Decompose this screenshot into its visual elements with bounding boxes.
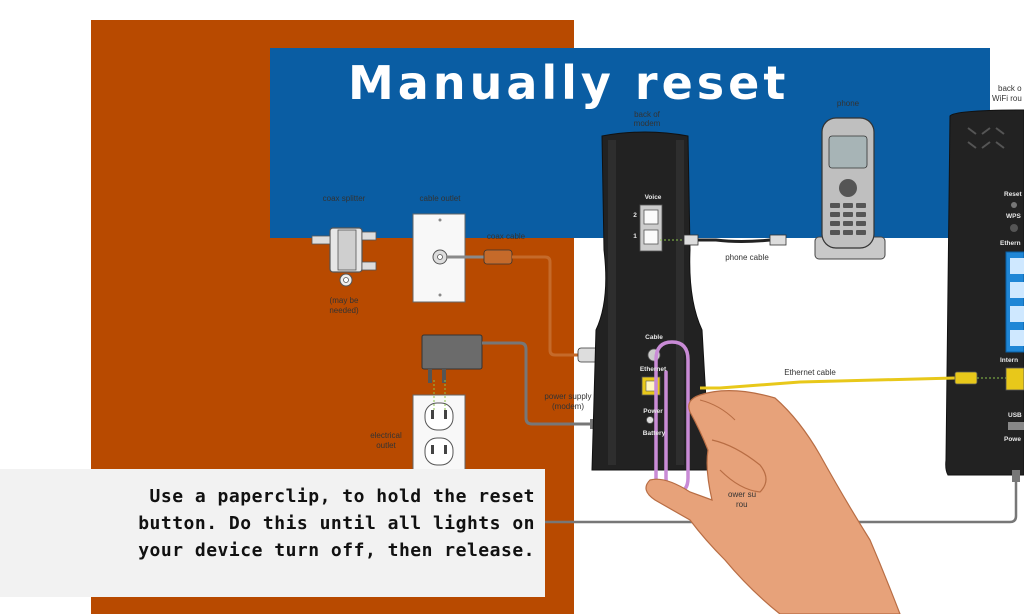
ethernet-cable <box>700 371 1006 390</box>
phone-icon <box>814 117 886 260</box>
back-of-modem-label-1: back of <box>634 110 660 119</box>
power-supply-router-label-1: ower su <box>728 490 757 499</box>
router-icon <box>945 109 1024 476</box>
back-of-router-label-2: WiFi rou <box>992 94 1022 103</box>
cable-outlet-label: cable outlet <box>419 194 461 203</box>
modem-ethernet-label: Ethernet <box>639 366 667 373</box>
router-wps-label: WPS <box>1006 213 1021 220</box>
coax-splitter-label: coax splitter <box>322 194 366 203</box>
modem-power-label: Power <box>643 408 663 415</box>
phone-label: phone <box>836 99 860 108</box>
router-internet-label: Intern <box>1000 357 1019 364</box>
coax-splitter-icon <box>311 227 377 287</box>
router-power-cable <box>545 470 1020 524</box>
modem-battery-label: Battery <box>642 430 666 437</box>
modem-cable-label: Cable <box>645 334 663 341</box>
instruction-caption: Use a paperclip, to hold the reset butto… <box>0 469 545 597</box>
modem-icon <box>591 131 711 471</box>
hand-icon <box>645 390 901 614</box>
coax-cable-label: coax cable <box>486 232 526 241</box>
router-usb-label: USB <box>1008 412 1022 419</box>
router-power-label: Powe <box>1004 436 1021 443</box>
power-supply-router-label-2: rou <box>736 500 748 509</box>
modem-voice-label: Voice <box>644 194 662 201</box>
caption-line-2: button. Do this until all lights on <box>138 513 535 534</box>
router-reset-label: Reset <box>1004 191 1022 198</box>
may-be-needed-label-2: needed) <box>329 306 359 315</box>
caption-line-3: your device turn off, then release. <box>138 540 535 561</box>
electrical-outlet-icon <box>412 380 466 471</box>
may-be-needed-label-1: (may be <box>329 296 359 305</box>
modem-port1-label: 1 <box>633 233 637 240</box>
page-title: Manually reset <box>348 56 790 110</box>
back-of-router-label-1: back o <box>998 84 1022 93</box>
power-supply-label-2: (modem) <box>551 402 584 411</box>
router-ethernet-label: Ethern <box>1000 240 1021 247</box>
ethernet-cable-label: Ethernet cable <box>784 368 836 377</box>
electrical-outlet-label-1: electrical <box>370 431 402 440</box>
phone-cable-label: phone cable <box>725 253 769 262</box>
phone-cable <box>660 234 787 246</box>
modem-port2-label: 2 <box>633 212 637 219</box>
electrical-outlet-label-2: outlet <box>376 441 396 450</box>
back-of-modem-label-2: modem <box>633 119 661 128</box>
power-supply-label-1: power supply <box>544 392 592 401</box>
caption-line-1: Use a paperclip, to hold the reset <box>149 486 535 507</box>
